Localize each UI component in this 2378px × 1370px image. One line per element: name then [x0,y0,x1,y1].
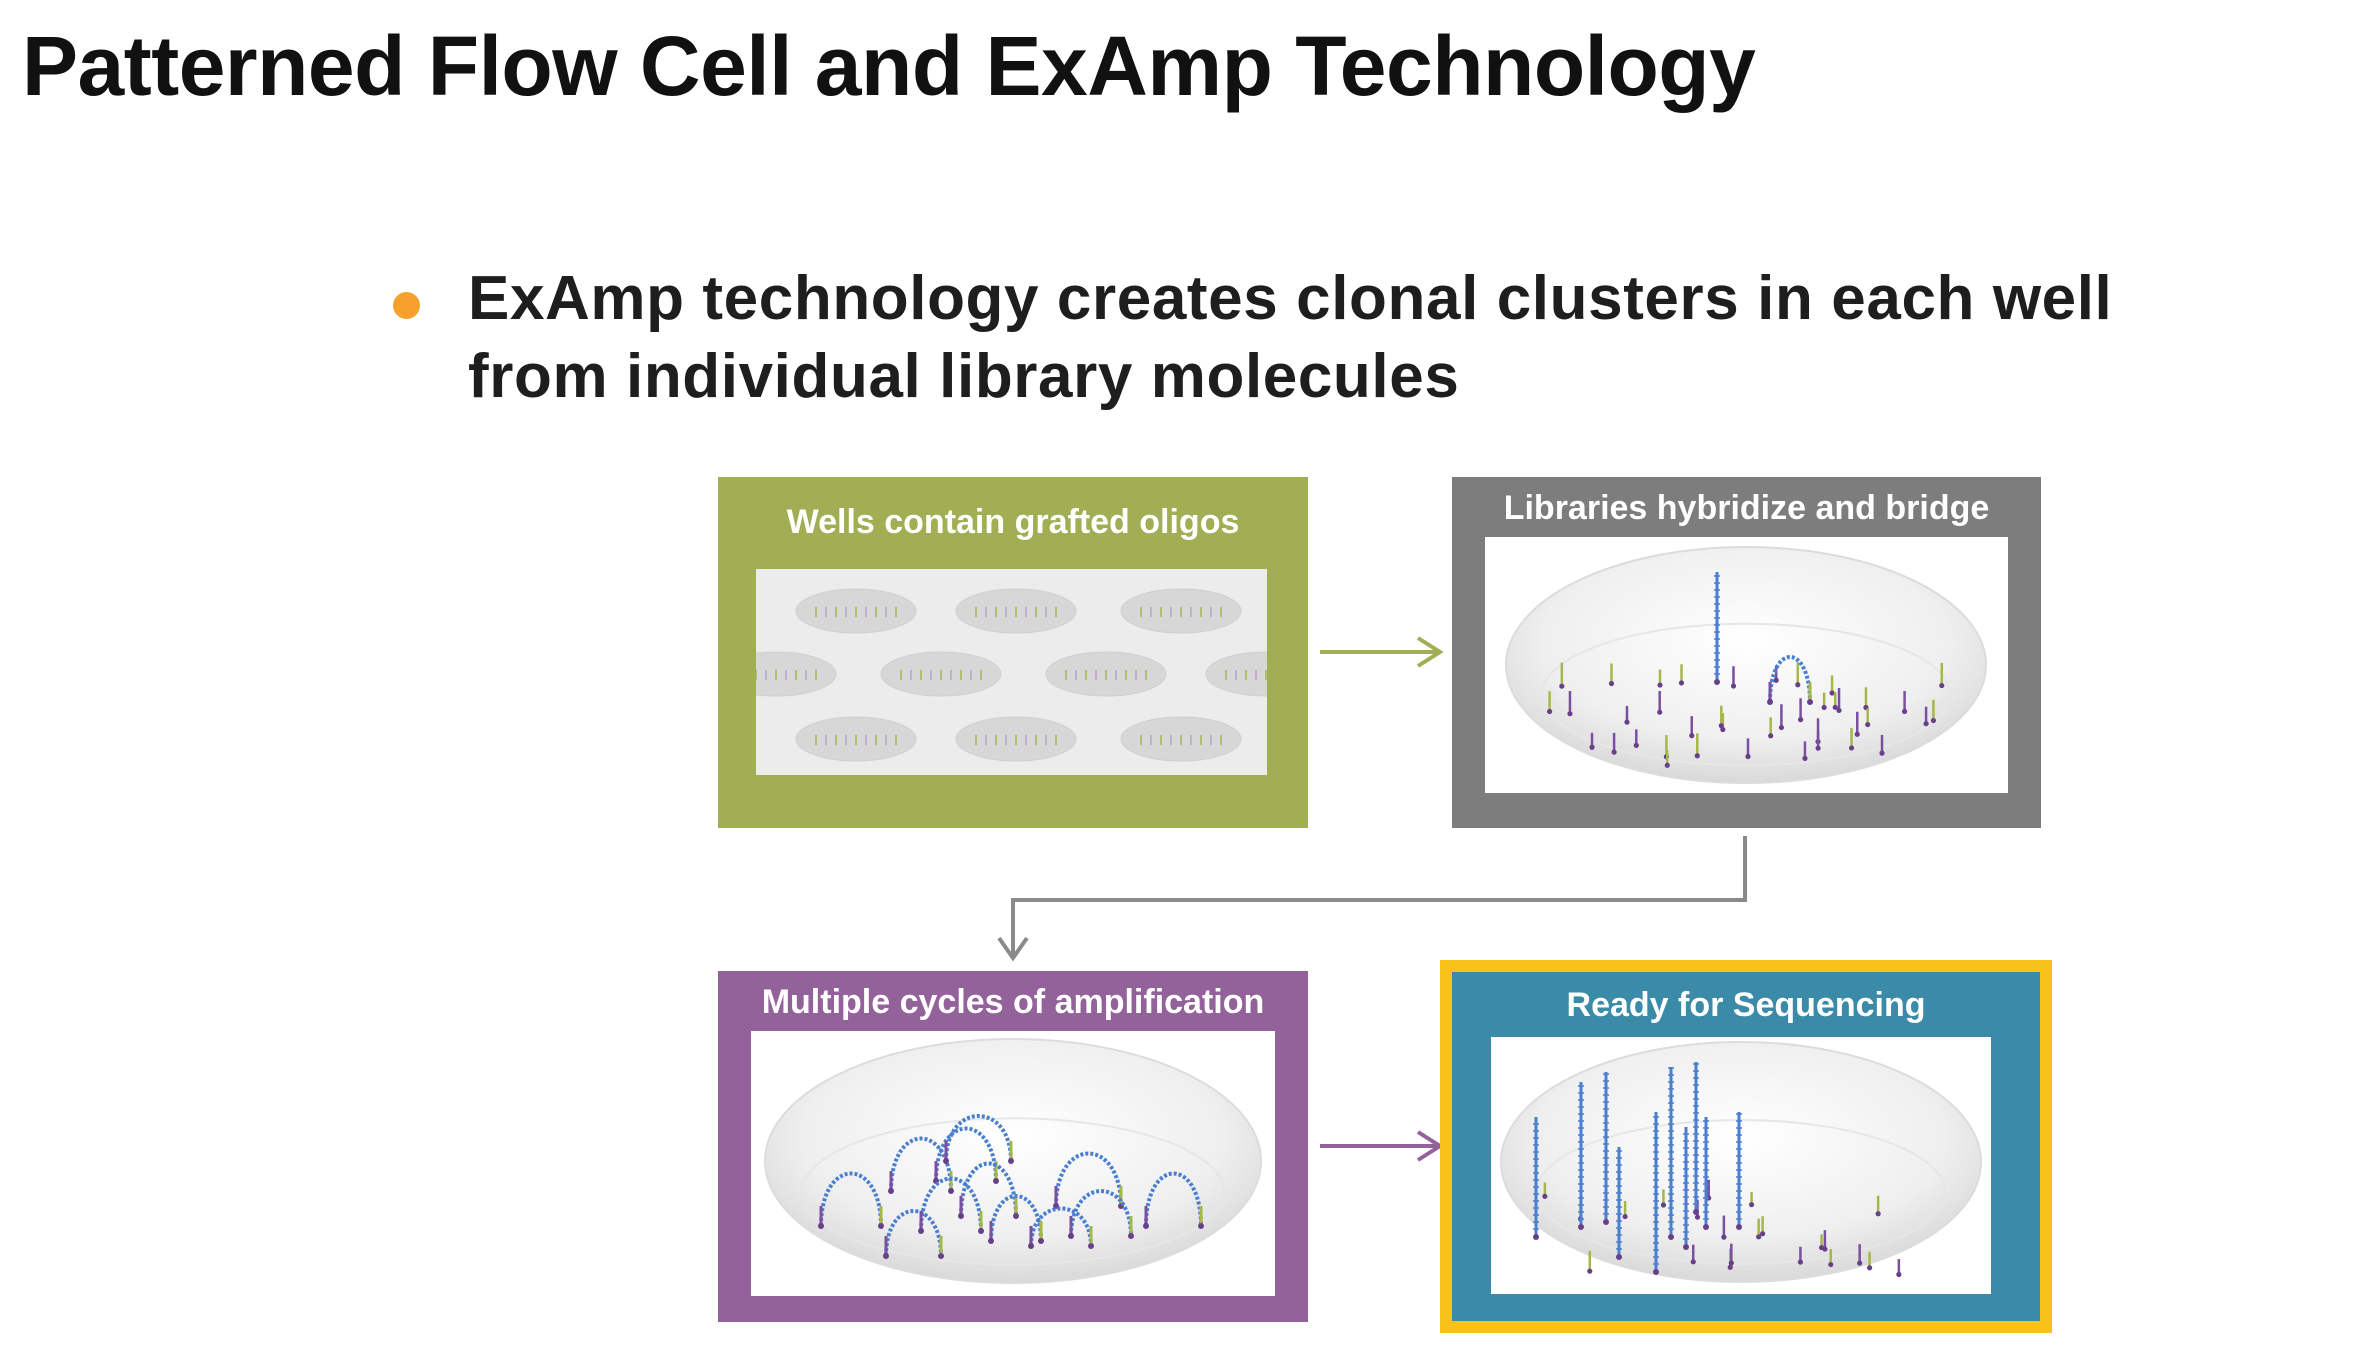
flow-cell-wells-image [756,588,1267,762]
arrow-step2-to-step3 [997,836,1747,962]
well-dish [1505,546,1987,784]
well-dish [1500,1041,1982,1283]
wells-illustration [756,569,1267,775]
well [795,588,917,634]
step-amplification-box: Multiple cycles of amplification [718,971,1308,1322]
well [1205,651,1267,697]
bridges [818,1114,1204,1259]
well [1045,651,1167,697]
step-amplification-title: Multiple cycles of amplification [761,983,1265,1021]
well [756,651,837,697]
well [880,651,1002,697]
ready-for-sequencing-image [1500,1041,1982,1283]
well [795,716,917,762]
hybridize-bridge-image [1505,546,1987,784]
clusters [1533,1062,1902,1278]
amplification-bridges-image [764,1038,1262,1284]
sequencing-illustration [1491,1037,1991,1294]
step-hybridize-title: Libraries hybridize and bridge [1503,489,1990,527]
arrow-step1-to-step2 [1320,636,1444,668]
step-sequencing-box: Ready for Sequencing [1440,960,2052,1333]
oligos [1547,662,1945,768]
hybridize-illustration [1485,537,2008,793]
well [1120,588,1242,634]
step-hybridize-box: Libraries hybridize and bridge [1452,477,2041,828]
well [955,716,1077,762]
step-wells-box: Wells contain grafted oligos [718,477,1308,828]
step-sequencing-title: Ready for Sequencing [1566,986,1926,1024]
amplification-illustration [751,1031,1275,1296]
arrow-step3-to-step4 [1320,1130,1444,1162]
bullet-dot-icon [393,292,420,319]
library-strand [1714,572,1813,705]
bullet-text: ExAmp technology creates clonal clusters… [468,264,2113,411]
step-wells-title: Wells contain grafted oligos [786,503,1240,541]
slide-title: Patterned Flow Cell and ExAmp Technology [22,19,1756,113]
well [955,588,1077,634]
well [1120,716,1242,762]
